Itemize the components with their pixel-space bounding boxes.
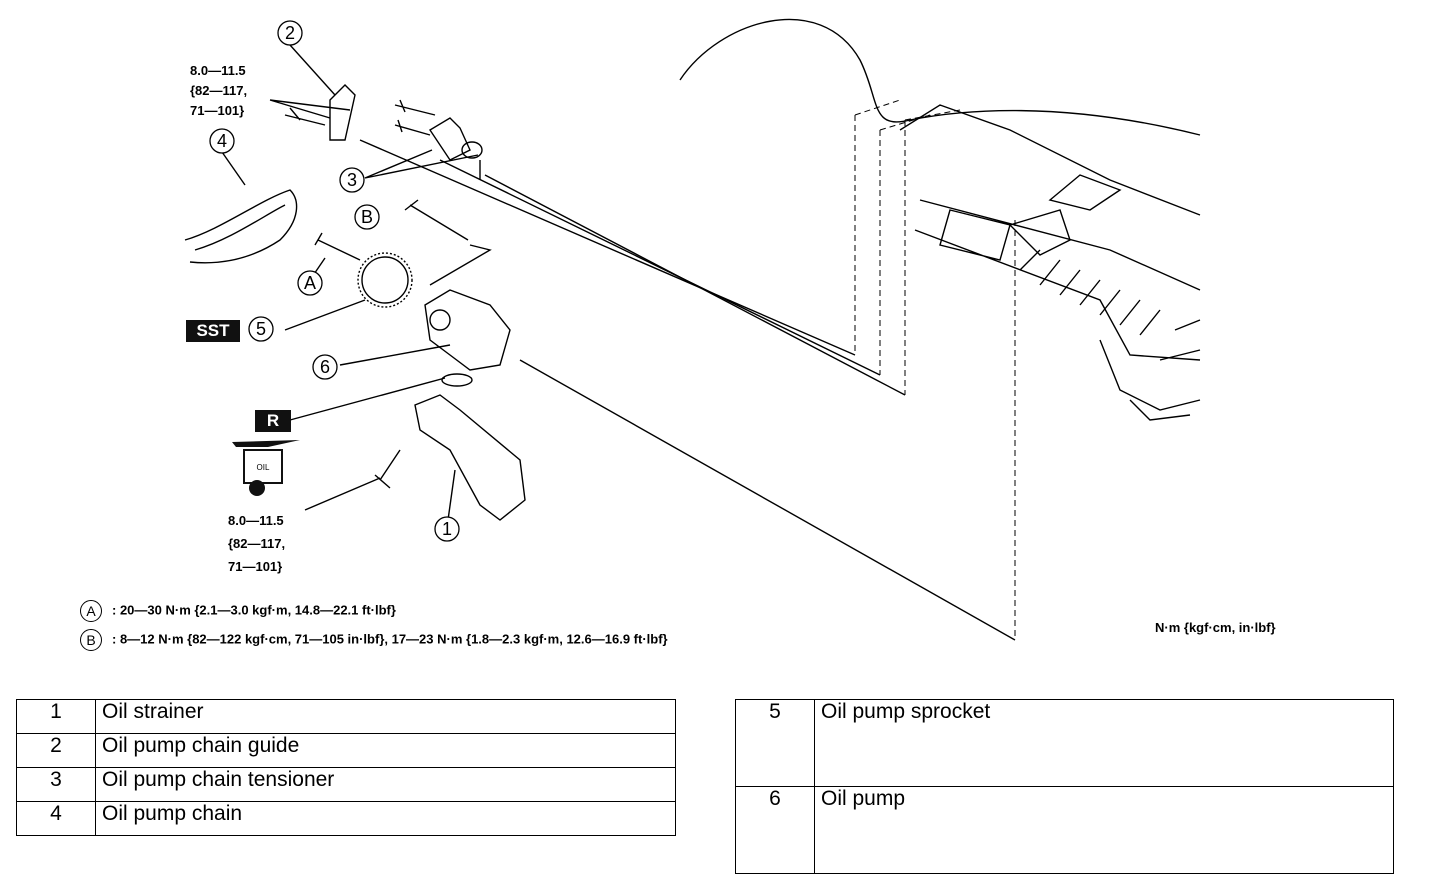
guide-line-4 xyxy=(519,359,1016,641)
svg-text:71—101}: 71—101} xyxy=(228,559,282,574)
oil-pump-chain-shape xyxy=(184,189,298,264)
guide-line-2 xyxy=(439,159,881,376)
oil-pump-shape xyxy=(424,289,511,371)
oil-can-icon: OIL xyxy=(232,440,300,496)
chain-guide-shape xyxy=(329,84,356,141)
gasket-shape xyxy=(441,373,473,387)
callout-2: 2 xyxy=(277,20,303,46)
svg-text:2: 2 xyxy=(285,23,295,43)
callout-b: B xyxy=(354,204,380,230)
callout-a: A xyxy=(297,270,323,296)
legend-b: B : 8—12 N·m {82—122 kgf·cm, 71—105 in·lb… xyxy=(80,629,668,651)
svg-text:5: 5 xyxy=(256,319,266,339)
callout-6: 6 xyxy=(312,354,338,380)
svg-text:{82—117,: {82—117, xyxy=(228,536,285,551)
oil-pan-ribs xyxy=(1019,249,1161,336)
callout-1: 1 xyxy=(434,516,460,542)
callout-4: 4 xyxy=(209,128,235,154)
svg-text:8.0—11.5: 8.0—11.5 xyxy=(190,63,246,78)
replace-badge: R xyxy=(255,410,291,432)
legend-a-symbol: A xyxy=(80,600,102,622)
svg-text:B: B xyxy=(361,207,373,227)
torque-label-top: 8.0—11.5 {82—117, 71—101} xyxy=(190,63,247,118)
units-label: N·m {kgf·cm, in·lbf} xyxy=(1155,620,1276,635)
callout-5: 5 xyxy=(248,316,274,342)
svg-text:OIL: OIL xyxy=(257,463,270,472)
svg-text:{82—117,: {82—117, xyxy=(190,83,247,98)
svg-text:A: A xyxy=(304,273,316,293)
oil-pump-sprocket-shape xyxy=(361,256,409,304)
oil-strainer-shape xyxy=(414,394,526,521)
sst-badge: SST xyxy=(186,320,240,342)
torque-label-bottom: 8.0—11.5 {82—117, 71—101} xyxy=(228,513,285,574)
exploded-view-diagram: 2 4 3 B A 5 6 1 8.0—11.5 {82—117, 71—101… xyxy=(184,18,1201,641)
legend-a: A : 20—30 N·m {2.1—3.0 kgf·m, 14.8—22.1 f… xyxy=(80,600,396,622)
svg-text:8.0—11.5: 8.0—11.5 xyxy=(228,513,284,528)
svg-text:1: 1 xyxy=(442,519,452,539)
legend-b-text: : 8—12 N·m {82—122 kgf·cm, 71—105 in·lbf… xyxy=(112,631,668,647)
svg-text:71—101}: 71—101} xyxy=(190,103,244,118)
svg-text:4: 4 xyxy=(217,131,227,151)
legend-b-symbol: B xyxy=(80,629,102,651)
oil-pan-outline xyxy=(899,104,1201,411)
engine-outline-curve xyxy=(679,18,1201,136)
svg-text:3: 3 xyxy=(347,170,357,190)
svg-text:6: 6 xyxy=(320,357,330,377)
legend-a-text: : 20—30 N·m {2.1—3.0 kgf·m, 14.8—22.1 ft… xyxy=(112,602,396,618)
chain-tensioner-shape xyxy=(429,117,471,161)
guide-line-1 xyxy=(359,139,856,356)
callout-3: 3 xyxy=(339,167,365,193)
guide-line-3 xyxy=(484,174,906,396)
